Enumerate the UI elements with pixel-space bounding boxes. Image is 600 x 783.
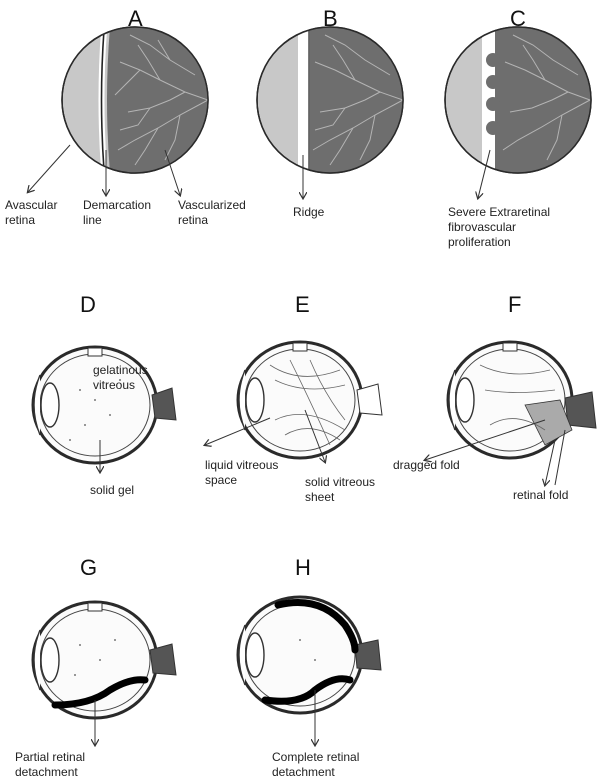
label-gelatinous-vitreous: gelatinous vitreous	[93, 363, 148, 392]
eye-g	[31, 600, 177, 720]
panel-letter-h: H	[295, 555, 311, 580]
vitreous-speckles	[69, 379, 316, 676]
eye-e	[236, 340, 383, 460]
panel-letter-a: A	[128, 6, 143, 31]
label-liquid-vitreous-space: liquid vitreous space	[205, 458, 279, 487]
fundus-c	[444, 26, 592, 174]
label-retinal-fold: retinal fold	[513, 488, 569, 502]
label-solid-gel: solid gel	[90, 483, 135, 497]
panel-letter-g: G	[80, 555, 98, 580]
label-avascular-retina: Avascular retina	[5, 198, 58, 227]
arrows-row1	[28, 144, 491, 198]
fundus-b	[256, 26, 404, 174]
label-vascularized-retina: Vascularized retina	[178, 198, 246, 227]
vessels-b	[312, 34, 403, 166]
partial-detachment-band	[51, 676, 149, 709]
fundus-a	[61, 26, 209, 174]
vessels-c	[502, 34, 591, 161]
label-fibrovascular-proliferation: Severe Extraretinal fibrovascular prolif…	[448, 205, 551, 249]
vessels-a	[114, 34, 208, 166]
panel-letter-c: C	[510, 6, 526, 31]
label-solid-vitreous-sheet: solid vitreous sheet	[305, 475, 376, 504]
panel-letter-b: B	[323, 6, 338, 31]
label-demarcation-line: Demarcation line	[83, 198, 152, 227]
panel-letter-f: F	[508, 292, 522, 317]
eye-h	[236, 595, 382, 715]
panel-letter-e: E	[295, 292, 310, 317]
label-dragged-fold: dragged fold	[393, 458, 460, 472]
panel-letter-d: D	[80, 292, 96, 317]
arrows-lower	[95, 409, 566, 745]
eye-f	[446, 340, 597, 460]
eye-d	[31, 345, 177, 465]
label-partial-detachment: Partial retinal detachment	[15, 750, 86, 779]
label-ridge: Ridge	[293, 205, 325, 219]
upper-detachment-band	[274, 599, 359, 654]
label-complete-detachment: Complete retinal detachment	[272, 750, 360, 779]
